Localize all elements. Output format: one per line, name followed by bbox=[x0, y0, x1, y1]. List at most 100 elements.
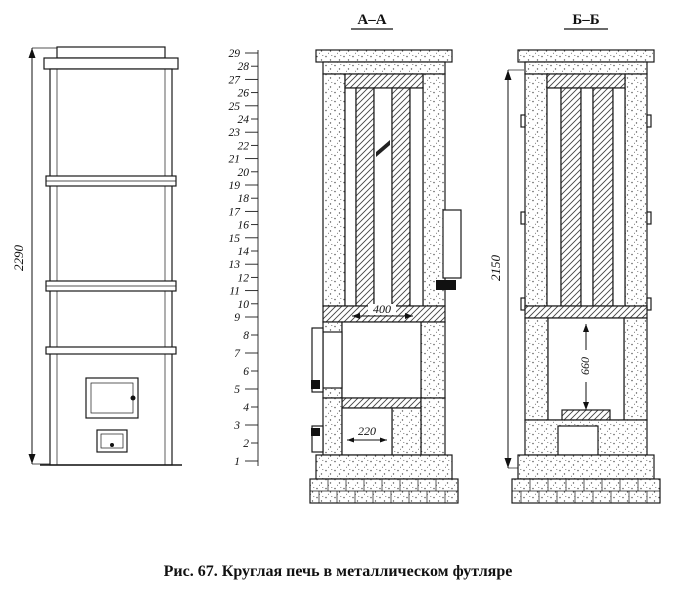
dim-220-arrow-right bbox=[380, 437, 387, 443]
aa-ash-door-frame bbox=[311, 425, 324, 453]
row-number-24: 24 bbox=[238, 114, 250, 126]
fuel-door bbox=[85, 377, 139, 419]
bb-casing-rib-left-1 bbox=[520, 114, 526, 128]
bb-ash-cavity bbox=[557, 425, 599, 456]
row-number-29: 29 bbox=[229, 48, 241, 60]
row-number-14: 14 bbox=[238, 246, 250, 258]
row-number-23: 23 bbox=[229, 127, 241, 139]
bb-wall-right-upper bbox=[624, 73, 648, 307]
aa-flue-left bbox=[344, 87, 357, 307]
aa-ash-door-handle bbox=[311, 428, 320, 436]
aa-wall-right-upper bbox=[422, 73, 446, 307]
elevation-view: 2290 bbox=[11, 46, 182, 466]
row-number-16: 16 bbox=[238, 220, 250, 232]
row-number-21: 21 bbox=[229, 154, 241, 166]
bb-casing-rib-left-3 bbox=[520, 297, 526, 311]
row-number-7: 7 bbox=[234, 348, 241, 360]
bb-firebox-lintel bbox=[524, 305, 648, 319]
aa-partition-left bbox=[355, 87, 375, 307]
bb-flue-left bbox=[546, 87, 562, 307]
section-bb: Б–Б 2150 bbox=[488, 12, 661, 504]
row-number-2: 2 bbox=[243, 438, 249, 450]
bb-chimney-channel bbox=[580, 87, 594, 307]
bb-flue-right bbox=[612, 87, 626, 307]
fuel-door-handle bbox=[130, 395, 136, 401]
aa-firebox-cavity bbox=[341, 321, 422, 399]
dimension-2150: 2150 bbox=[488, 69, 524, 469]
bb-foundation bbox=[517, 454, 655, 480]
bb-casing-rib-right-1 bbox=[646, 114, 652, 128]
aa-ash-wall-right bbox=[420, 397, 446, 456]
bb-top-baffle bbox=[546, 73, 626, 89]
bb-partition-right bbox=[592, 87, 614, 307]
bb-brick-joints bbox=[512, 479, 660, 503]
row-number-22: 22 bbox=[238, 140, 250, 152]
ash-door bbox=[96, 429, 128, 453]
aa-ash-wall-left bbox=[322, 397, 343, 456]
bb-firebox-wall-left bbox=[524, 317, 549, 421]
dimension-220: 220 bbox=[347, 424, 387, 443]
dim-400-label: 400 bbox=[373, 302, 391, 316]
dim-400-arrow-left bbox=[352, 313, 360, 319]
dim-400-arrow-right bbox=[405, 313, 413, 319]
aa-top-baffle bbox=[344, 73, 424, 89]
row-number-26: 26 bbox=[238, 88, 250, 100]
ash-door-panel bbox=[100, 433, 124, 449]
section-aa: А–А 400 bbox=[309, 12, 462, 504]
dim-220-arrow-left bbox=[347, 437, 354, 443]
aa-damper-plate bbox=[376, 140, 390, 157]
dim-2150-arrow-bottom bbox=[504, 458, 512, 468]
dim-660-bg bbox=[578, 350, 594, 382]
dim-220-label: 220 bbox=[358, 424, 376, 438]
bb-top-slab-1 bbox=[517, 49, 655, 63]
dimension-400: 400 bbox=[352, 302, 413, 319]
figure-caption: Рис. 67. Круглая печь в металлическом фу… bbox=[164, 563, 513, 580]
section-bb-label: Б–Б bbox=[572, 12, 599, 28]
row-number-13: 13 bbox=[229, 259, 241, 271]
dim-660-arrow-top bbox=[583, 324, 589, 332]
dimension-2290: 2290 bbox=[11, 47, 57, 465]
dim-2150-label: 2150 bbox=[488, 255, 503, 282]
row-number-17: 17 bbox=[229, 206, 242, 218]
row-number-19: 19 bbox=[229, 180, 241, 192]
casing-band-3 bbox=[45, 346, 177, 355]
bb-firebox-wall-right bbox=[623, 317, 648, 421]
aa-wall-left-upper bbox=[322, 73, 346, 307]
aa-foundation bbox=[315, 454, 453, 480]
row-number-15: 15 bbox=[229, 233, 241, 245]
row-number-9: 9 bbox=[234, 312, 240, 324]
aa-firebox-wall-right bbox=[420, 321, 446, 399]
dim-660-label: 660 bbox=[578, 357, 592, 375]
row-number-25: 25 bbox=[229, 101, 241, 113]
aa-damper-handle bbox=[436, 280, 456, 290]
aa-grate bbox=[341, 397, 422, 409]
dimension-660: 660 bbox=[578, 324, 594, 410]
bb-casing-rib-right-3 bbox=[646, 297, 652, 311]
aa-cleanout-box bbox=[442, 209, 462, 279]
row-scale: 1234567891011121314151617181920212223242… bbox=[229, 48, 259, 468]
row-number-28: 28 bbox=[238, 61, 250, 73]
row-number-5: 5 bbox=[234, 384, 240, 396]
aa-fuel-door-handle bbox=[311, 380, 320, 389]
row-number-12: 12 bbox=[238, 272, 250, 284]
dim-400-bg bbox=[368, 304, 396, 315]
aa-fuel-door-frame bbox=[311, 327, 324, 393]
row-number-11: 11 bbox=[229, 286, 240, 298]
row-number-6: 6 bbox=[243, 366, 249, 378]
row-number-3: 3 bbox=[233, 420, 240, 432]
row-number-4: 4 bbox=[243, 402, 249, 414]
aa-flue-right bbox=[409, 87, 424, 307]
row-number-1: 1 bbox=[234, 456, 240, 468]
aa-ash-fill-right bbox=[391, 407, 422, 456]
dim-2150-arrow-top bbox=[504, 70, 512, 80]
aa-partition-right bbox=[391, 87, 411, 307]
row-number-20: 20 bbox=[238, 167, 250, 179]
bb-casing-rib-left-2 bbox=[520, 211, 526, 225]
aa-ash-cavity bbox=[341, 407, 393, 456]
aa-brick-joints bbox=[310, 479, 458, 503]
row-number-10: 10 bbox=[238, 299, 250, 311]
row-number-18: 18 bbox=[238, 193, 250, 205]
aa-chimney-channel bbox=[373, 87, 393, 307]
